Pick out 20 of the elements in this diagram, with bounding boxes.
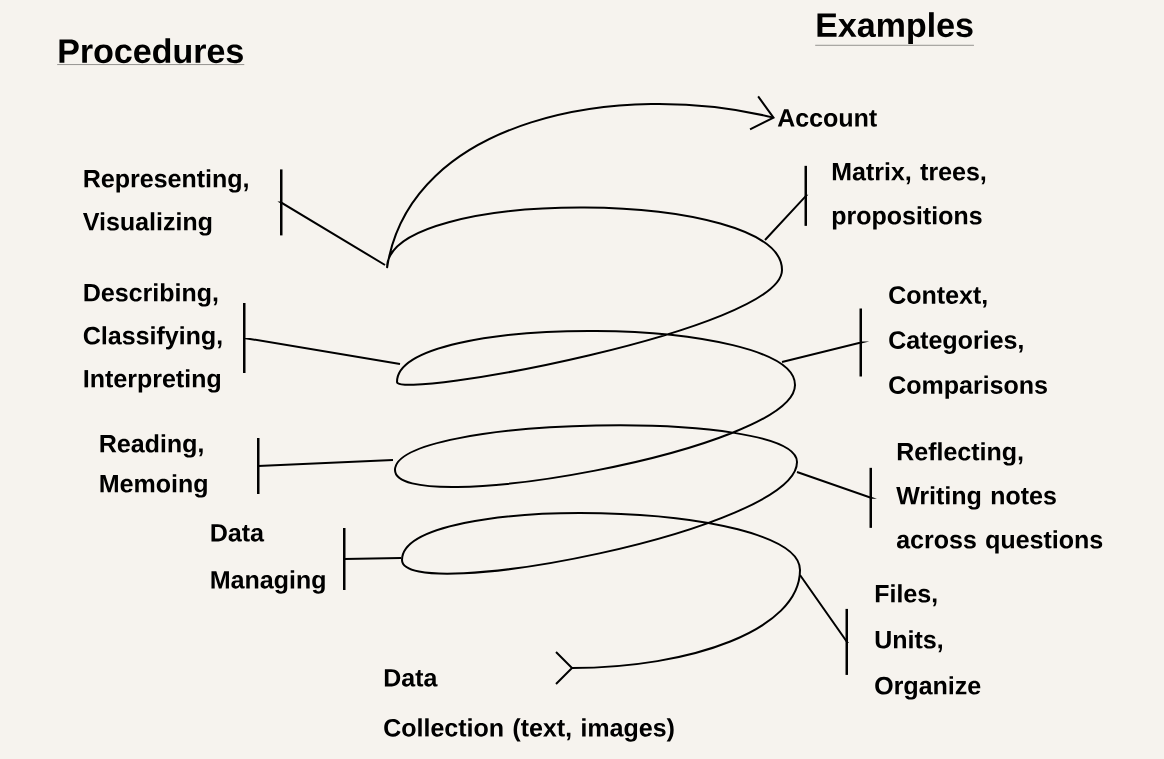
leader-line bbox=[796, 467, 877, 528]
procedure-label: Reading, Memoing bbox=[100, 434, 207, 498]
end-label: Account bbox=[777, 109, 877, 127]
column-heading: Examples bbox=[815, 12, 975, 46]
leader-line bbox=[764, 165, 809, 241]
procedure-label: Describing, Classifying, Interpreting bbox=[83, 283, 222, 393]
procedure-label: Representing, Visualizing bbox=[83, 169, 248, 236]
leader-line bbox=[243, 302, 401, 373]
start-label: Data Collection (text, images) bbox=[384, 669, 674, 742]
leader-line bbox=[343, 527, 402, 590]
spiral-arrow bbox=[386, 95, 801, 685]
column-heading: Procedures bbox=[57, 38, 245, 65]
example-label: Reflecting, Writing notes across questions bbox=[896, 442, 1103, 554]
example-label: Context, Categories, Comparisons bbox=[889, 286, 1047, 399]
leader-line bbox=[799, 574, 849, 675]
example-label: Files, Units, Organize bbox=[875, 584, 981, 700]
example-label: Matrix, trees, propositions bbox=[832, 162, 986, 230]
leader-line bbox=[257, 437, 394, 494]
leader-line bbox=[277, 169, 386, 266]
procedure-label: Data Managing bbox=[211, 524, 325, 594]
